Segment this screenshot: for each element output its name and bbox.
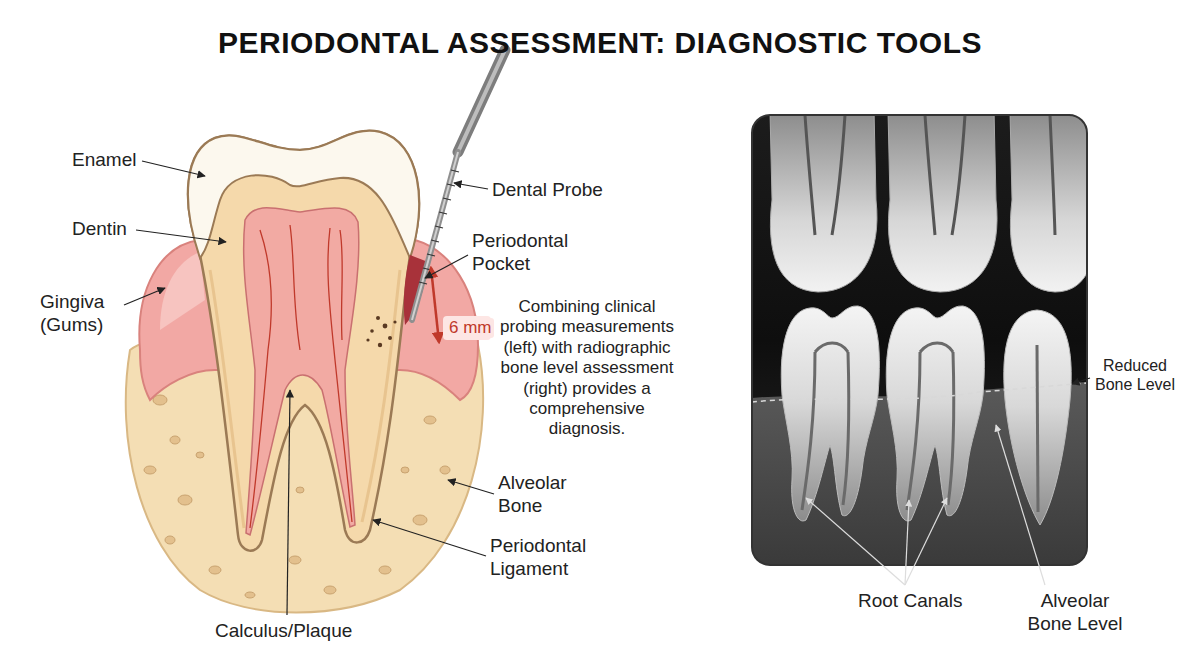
illustration-part <box>948 352 954 505</box>
illustration-part <box>379 566 391 574</box>
illustration-part <box>448 480 494 494</box>
illustration-part <box>388 336 392 340</box>
illustration-part <box>366 338 369 341</box>
illustration-part <box>1050 115 1055 235</box>
illustration-part <box>752 383 1087 402</box>
illustration-part <box>805 115 815 235</box>
diagram-title: PERIODONTAL ASSESSMENT: DIAGNOSTIC TOOLS <box>0 26 1200 60</box>
illustration-part <box>454 183 488 189</box>
xray-panel <box>752 110 1096 565</box>
illustration-part <box>136 230 226 242</box>
part-label: Dentin <box>72 218 127 241</box>
illustration-part <box>802 343 1038 512</box>
dimension-label: 6 mm <box>447 318 494 338</box>
part-label: Alveolar Bone <box>498 472 590 518</box>
illustration-part <box>447 184 455 186</box>
illustration-part <box>244 208 359 535</box>
part-label: Dental Probe <box>492 179 603 202</box>
illustration-part <box>905 500 909 585</box>
measurement-arrow <box>431 268 439 342</box>
illustration-part <box>424 416 436 424</box>
illustration-part <box>289 556 301 564</box>
illustration-part <box>431 240 439 242</box>
illustration-part <box>805 115 1055 235</box>
gingiva-highlight <box>160 252 205 330</box>
illustration-part <box>439 212 447 214</box>
illustration-part <box>806 498 905 585</box>
illustration-part <box>907 352 920 510</box>
illustration-part <box>1004 310 1071 525</box>
illustration-part <box>843 352 849 505</box>
part-label: Root Canals <box>858 590 963 613</box>
dental-probe <box>412 50 505 320</box>
part-label: Alveolar Bone Level <box>1020 590 1130 636</box>
illustration-part <box>413 515 427 525</box>
illustration-part <box>1010 115 1087 292</box>
illustration-part <box>324 586 336 594</box>
illustration-part <box>802 352 815 510</box>
illustration-part <box>419 282 427 284</box>
part-label: Calculus/Plaque <box>215 620 352 643</box>
leader-lines <box>124 161 494 615</box>
illustration-part <box>815 343 848 352</box>
illustration-part <box>427 254 435 256</box>
illustration-part <box>144 466 156 474</box>
illustration-part <box>196 452 204 458</box>
illustration-part <box>401 467 409 473</box>
illustration-part <box>425 255 468 278</box>
illustration-part <box>752 115 1087 565</box>
part-label: Enamel <box>72 149 136 172</box>
illustration-part <box>142 161 205 176</box>
illustration-part <box>287 390 290 615</box>
illustration-part <box>393 320 396 323</box>
illustration-part <box>781 306 879 521</box>
illustration-part <box>296 487 304 493</box>
illustration-part <box>419 170 459 284</box>
part-label: Reduced Bone Level <box>1093 356 1177 394</box>
illustration-part <box>178 495 192 505</box>
part-label: Periodontal Ligament <box>490 535 614 581</box>
illustration-part <box>886 306 984 521</box>
illustration-part <box>250 225 352 528</box>
illustration-part <box>124 288 165 305</box>
illustration-part <box>1072 378 1090 384</box>
illustration-part <box>209 566 221 574</box>
illustration-part <box>188 131 419 551</box>
illustration-part <box>440 466 450 474</box>
illustration-part <box>770 115 877 292</box>
illustration-part <box>245 592 255 598</box>
illustration-part <box>781 306 1071 525</box>
illustration-part <box>770 115 1087 292</box>
illustration-part <box>373 520 486 556</box>
illustration-part <box>165 536 175 544</box>
illustration-part <box>888 115 997 292</box>
illustration-part <box>435 226 443 228</box>
illustration-part <box>925 115 935 235</box>
illustration-part <box>458 50 505 152</box>
illustration-part <box>952 115 965 235</box>
illustration-part <box>170 436 180 444</box>
xray-leaders <box>806 378 1090 585</box>
illustration-part <box>1037 345 1038 512</box>
note-text: Combining clinical probing measurements … <box>492 297 682 440</box>
illustration-part <box>996 425 1045 585</box>
tooth <box>188 131 419 551</box>
illustration-part <box>370 329 374 333</box>
illustration-part <box>383 324 388 329</box>
illustration-part <box>378 343 382 347</box>
illustration-part <box>752 115 1087 565</box>
illustration-part <box>905 498 947 585</box>
part-label: Gingiva (Gums) <box>40 291 124 337</box>
illustration-part <box>451 170 459 172</box>
illustration-part <box>376 316 380 320</box>
illustration-part <box>832 115 845 235</box>
illustration-part <box>443 198 451 200</box>
part-label: Periodontal Pocket <box>472 230 596 276</box>
calculus-dots <box>366 316 396 347</box>
illustration-part <box>920 343 953 352</box>
illustration-part <box>458 50 505 152</box>
